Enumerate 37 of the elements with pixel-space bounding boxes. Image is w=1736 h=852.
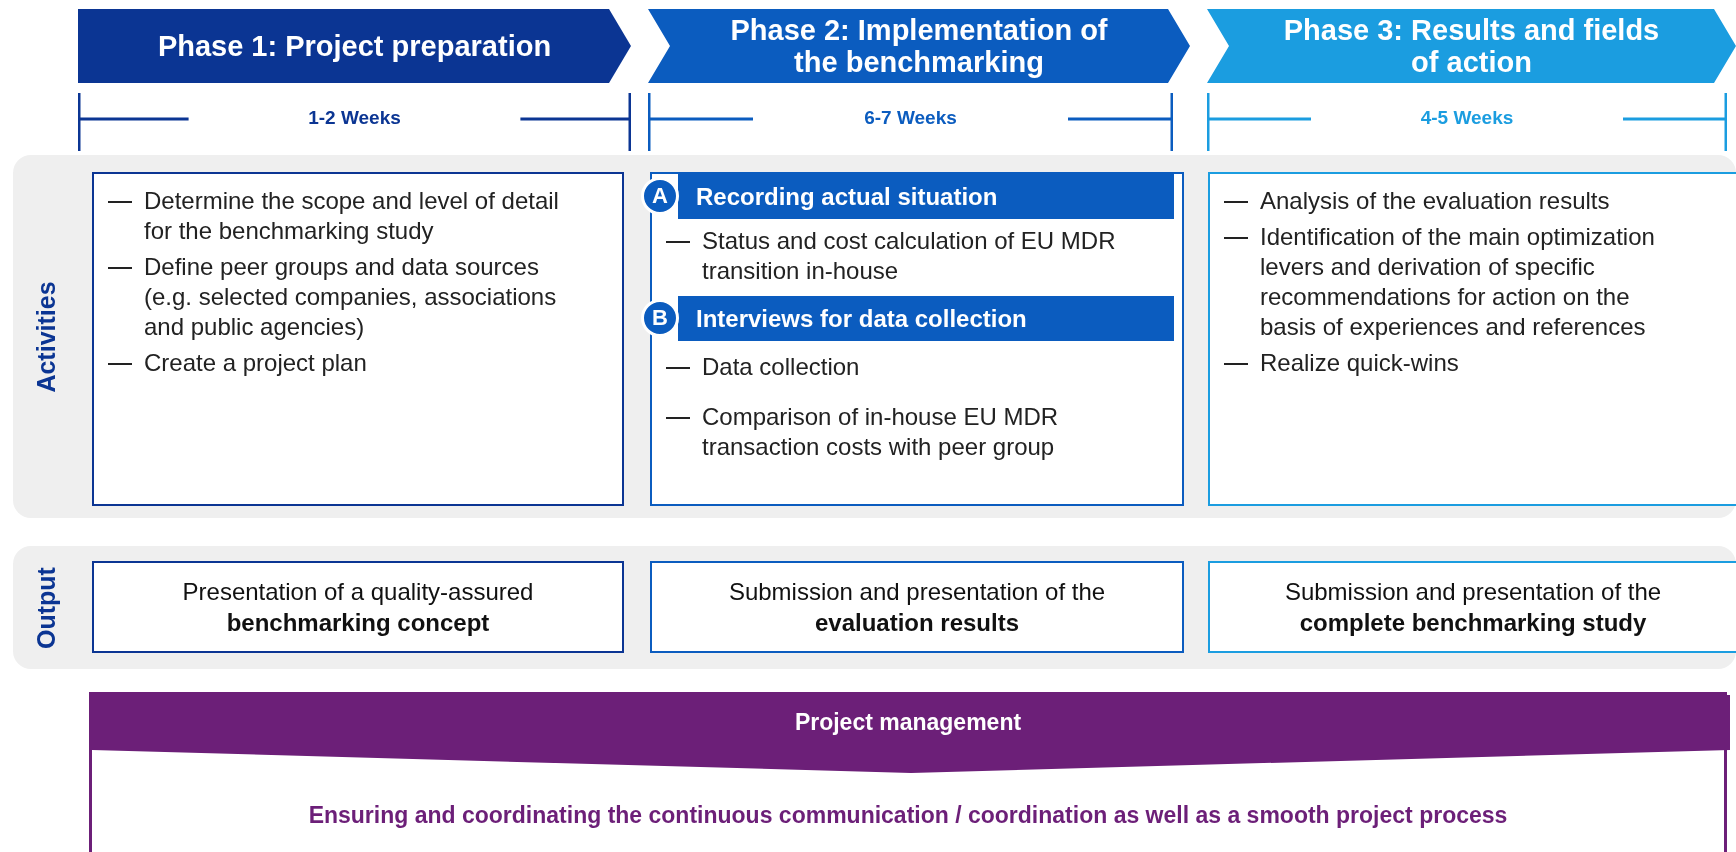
duration-label: 1-2 Weeks (307, 107, 402, 129)
activity-card (92, 172, 624, 506)
section-header: Interviews for data collection (678, 296, 1174, 341)
bullet-text: Create a project plan (144, 348, 368, 378)
duration-label: 4-5 Weeks (1419, 107, 1515, 129)
activity-card (1208, 172, 1736, 506)
letter-badge: A (641, 177, 679, 215)
duration-label: 6-7 Weeks (863, 107, 958, 129)
bullet-text: Define peer groups and data sources (e.g. selected companies, associations and public agencies) (144, 252, 558, 342)
output-text: Submission and presentation of the evaluation results (727, 577, 1107, 638)
section-label: Output (31, 566, 61, 649)
phase-title: Phase 1: Project preparation (156, 29, 553, 64)
output-card (92, 561, 624, 653)
management-banner (89, 692, 1727, 852)
phase-header (648, 9, 1190, 83)
letter-badge: B (641, 299, 679, 337)
banner-title: Project management (793, 709, 1023, 736)
section-label: Activities (31, 280, 61, 393)
bullet-text: Comparison of in-house EU MDR transaction costs with peer group (702, 402, 1060, 462)
section-header: Recording actual situation (678, 174, 1174, 219)
bullet-text: Analysis of the evaluation results (1260, 186, 1611, 216)
bullet-text: Data collection (702, 352, 861, 382)
phase-header (1207, 9, 1736, 83)
bullet-text: Determine the scope and level of detail for the benchmarking study (144, 186, 560, 246)
phase-title: Phase 3: Results and fields of action (1282, 13, 1661, 80)
phase-header (78, 9, 631, 83)
output-card (650, 561, 1184, 653)
banner-text: Ensuring and coordinating the continuous communication / coordination as well as a smooth project process (307, 802, 1509, 829)
bullet-text: Realize quick-wins (1260, 348, 1460, 378)
bullet-text: Status and cost calculation of EU MDR transition in-house (702, 226, 1117, 286)
output-text: Presentation of a quality-assured benchmarking concept (181, 577, 535, 638)
output-card (1208, 561, 1736, 653)
output-text: Submission and presentation of the complete benchmarking study (1283, 577, 1663, 638)
section-band (13, 546, 1736, 669)
phase-title: Phase 2: Implementation of the benchmarking (729, 13, 1109, 80)
section-band (13, 155, 1736, 518)
bullet-text: Identification of the main optimization levers and derivation of specific recommendations for action on the basis of experiences and references (1260, 222, 1656, 342)
